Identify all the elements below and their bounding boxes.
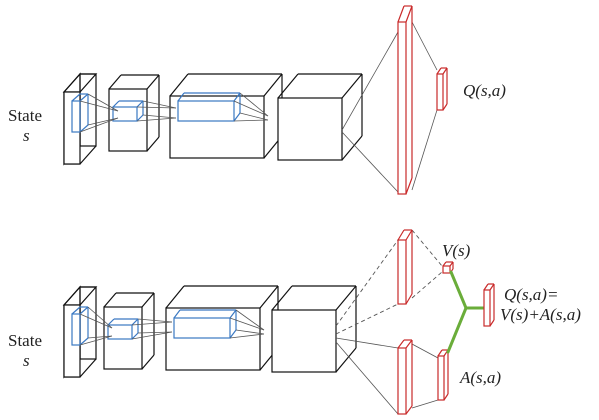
aggregation-connector	[446, 270, 486, 354]
top-q-output-layer	[436, 67, 448, 111]
top-input-symbol: s	[23, 126, 30, 145]
bottom-output-label-line2: V(s)+A(s,a)	[500, 305, 581, 324]
top-conv-filter-3	[177, 92, 241, 122]
bottom-conv-layer-4	[271, 285, 357, 373]
bottom-conv-filter-2	[107, 318, 139, 340]
top-conv-layer-4	[277, 73, 363, 161]
bottom-q-output-layer	[483, 283, 495, 327]
top-conv-layer-3	[169, 73, 283, 159]
bottom-value-connectors-dashed	[335, 229, 443, 335]
advantage-output-layer	[437, 349, 449, 401]
bottom-network: State s	[8, 229, 581, 415]
value-node	[442, 261, 454, 274]
bottom-value-fc-layer	[397, 229, 413, 305]
bottom-input-label: State	[8, 331, 42, 350]
advantage-label: A(s,a)	[459, 368, 501, 387]
top-network: State s	[8, 5, 506, 195]
value-label: V(s)	[442, 241, 471, 260]
bottom-advantage-fc-layer	[397, 339, 413, 415]
bottom-connectors	[79, 306, 439, 415]
top-input-label: State	[8, 106, 42, 125]
top-conv-layer-2	[108, 74, 160, 152]
bottom-conv-layer-2	[103, 292, 155, 370]
top-conv-filter-1	[71, 93, 89, 133]
top-fc-layer	[397, 5, 413, 195]
bottom-output-label-line1: Q(s,a)=	[504, 285, 558, 304]
top-connectors	[79, 21, 438, 193]
bottom-input-symbol: s	[23, 351, 30, 370]
top-conv-filter-2	[112, 100, 144, 122]
top-output-label: Q(s,a)	[463, 81, 506, 100]
bottom-conv-filter-1	[71, 306, 89, 346]
